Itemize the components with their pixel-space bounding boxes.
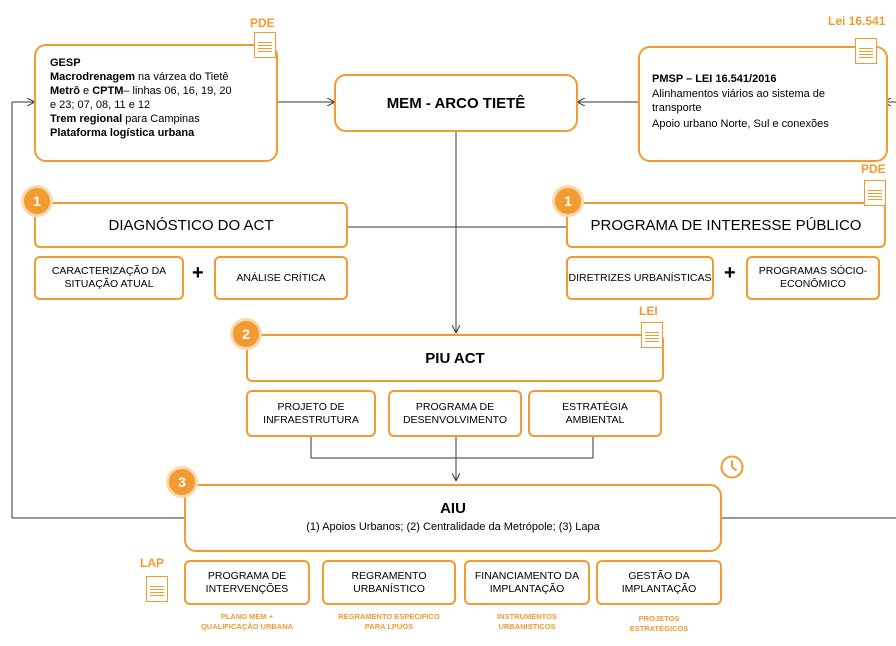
caracterizacao-box: CARACTERIZAÇÃO DA SITUAÇÃO ATUAL	[34, 256, 184, 300]
left-info-box: GESP Macrodrenagem na várzea do Tietê Me…	[34, 44, 278, 162]
lap-label: LAP	[140, 556, 164, 570]
programas-socio-label: PROGRAMAS SÓCIO-ECONÔMICO	[758, 265, 868, 290]
note-instrumentos: INSTRUMENTOS URBANISTICOS	[497, 612, 557, 631]
piu-title: PIU ACT	[425, 349, 485, 367]
gestao-implantacao-label: GESTÃO DA IMPLANTAÇÃO	[621, 569, 697, 595]
aiu-subtitle: (1) Apoios Urbanos; (2) Centralidade da …	[306, 521, 600, 533]
estrategia-ambiental-label: ESTRATÉGIA AMBIENTAL	[562, 400, 628, 426]
pde-label-right: PDE	[861, 162, 886, 176]
estrategia-ambiental-box: ESTRATÉGIA AMBIENTAL	[528, 390, 662, 437]
programa-intervencoes-box: PROGRAMA DE INTERVENÇÕES	[184, 560, 310, 605]
plus-sign-right: +	[724, 262, 736, 284]
caracterizacao-label: CARACTERIZAÇÃO DA SITUAÇÃO ATUAL	[51, 265, 167, 290]
step-badge-1-right: 1	[552, 185, 584, 217]
left-info-line1: GESP	[50, 57, 81, 69]
left-info-line6: Plataforma logística urbana	[50, 127, 195, 139]
step-badge-3: 3	[166, 466, 198, 498]
step-badge-1-left: 1	[21, 185, 53, 217]
note-plano-mem: PLANO MEM + QUALIFICAÇÃO URBANA	[200, 612, 294, 631]
regramento-urbanistico-box: REGRAMENTO URBANÍSTICO	[322, 560, 456, 605]
right-info-line1: PMSP – LEI 16.541/2016	[652, 73, 777, 85]
left-info-line3: Metrô e CPTM– linhas 06, 16, 19, 20	[50, 85, 232, 97]
plus-sign-left: +	[192, 262, 204, 284]
programas-socio-box: PROGRAMAS SÓCIO-ECONÔMICO	[746, 256, 880, 300]
document-icon	[864, 180, 886, 206]
pde-label-left: PDE	[250, 16, 275, 30]
note-regramento-especifico: REGRAMENTO ESPECIFICO PARA LPUOS	[338, 612, 440, 631]
programa-interesse-publico-box: PROGRAMA DE INTERESSE PÚBLICO	[566, 202, 886, 248]
analise-critica-label: ANÁLISE CRÍTICA	[236, 271, 326, 284]
programa-desenvolvimento-box: PROGRAMA DE DESENVOLVIMENTO	[388, 390, 522, 437]
diagnostico-box: DIAGNÓSTICO DO ACT	[34, 202, 348, 248]
right-info-line3: transporte	[652, 102, 702, 114]
aiu-box: AIU (1) Apoios Urbanos; (2) Centralidade…	[184, 484, 722, 552]
document-icon	[855, 38, 877, 64]
analise-critica-box: ANÁLISE CRÍTICA	[214, 256, 348, 300]
document-icon	[254, 32, 276, 58]
left-info-line4: e 23; 07, 08, 11 e 12	[50, 99, 151, 111]
projeto-infraestrutura-box: PROJETO DE INFRAESTRUTURA	[246, 390, 376, 437]
diretrizes-label: DIRETRIZES URBANÍSTICAS	[568, 271, 712, 284]
diagnostico-title: DIAGNÓSTICO DO ACT	[108, 216, 274, 234]
financiamento-implantacao-box: FINANCIAMENTO DA IMPLANTAÇÃO	[464, 560, 590, 605]
projeto-infraestrutura-label: PROJETO DE INFRAESTRUTURA	[263, 400, 359, 426]
right-info-line2: Alinhamentos viários ao sistema de	[652, 88, 826, 100]
document-icon	[146, 576, 168, 602]
step-badge-2: 2	[230, 318, 262, 350]
aiu-title: AIU	[440, 500, 466, 517]
mem-arco-tiete-box: MEM - ARCO TIETÊ	[334, 74, 578, 132]
lei-label-piu: LEI	[639, 304, 658, 318]
note-projetos-estrategicos: PROJETOS ESTRATÉGICOS	[629, 614, 689, 633]
lei-label-right: Lei 16.541	[828, 14, 886, 28]
right-info-box: PMSP – LEI 16.541/2016 Alinhamentos viár…	[638, 46, 888, 162]
mem-title: MEM - ARCO TIETÊ	[386, 94, 526, 112]
programa-desenvolvimento-label: PROGRAMA DE DESENVOLVIMENTO	[402, 400, 508, 426]
piu-act-box: PIU ACT	[246, 334, 664, 382]
diretrizes-box: DIRETRIZES URBANÍSTICAS	[566, 256, 714, 300]
left-info-line5: Trem regional para Campinas	[50, 113, 200, 125]
programa-title: PROGRAMA DE INTERESSE PÚBLICO	[590, 216, 862, 234]
gestao-implantacao-box: GESTÃO DA IMPLANTAÇÃO	[596, 560, 722, 605]
programa-intervencoes-label: PROGRAMA DE INTERVENÇÕES	[205, 569, 289, 595]
document-icon	[641, 322, 663, 348]
clock-icon	[720, 455, 744, 479]
regramento-urbanistico-label: REGRAMENTO URBANÍSTICO	[351, 569, 427, 595]
left-info-line2: Macrodrenagem na várzea do Tietê	[50, 71, 229, 83]
right-info-line4: Apoio urbano Norte, Sul e conexões	[652, 118, 829, 130]
financiamento-implantacao-label: FINANCIAMENTO DA IMPLANTAÇÃO	[474, 569, 580, 595]
